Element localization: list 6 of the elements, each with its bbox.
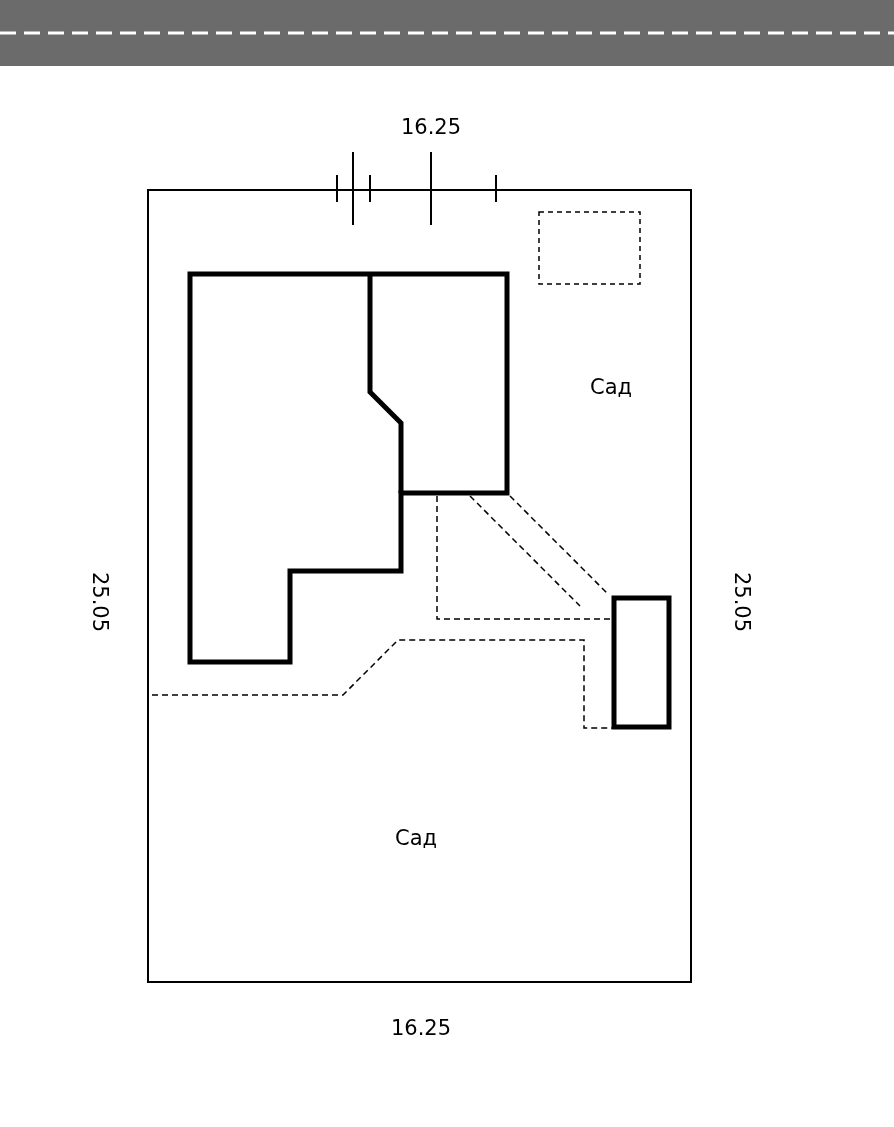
dimension-label: 25.05 (730, 571, 752, 633)
dimension-label: 16.25 (390, 1017, 452, 1039)
dimension-label: 25.05 (88, 571, 110, 633)
dimension-label: 16.25 (400, 116, 462, 138)
area-label: Сад (394, 827, 438, 849)
area-label: Сад (589, 376, 633, 398)
